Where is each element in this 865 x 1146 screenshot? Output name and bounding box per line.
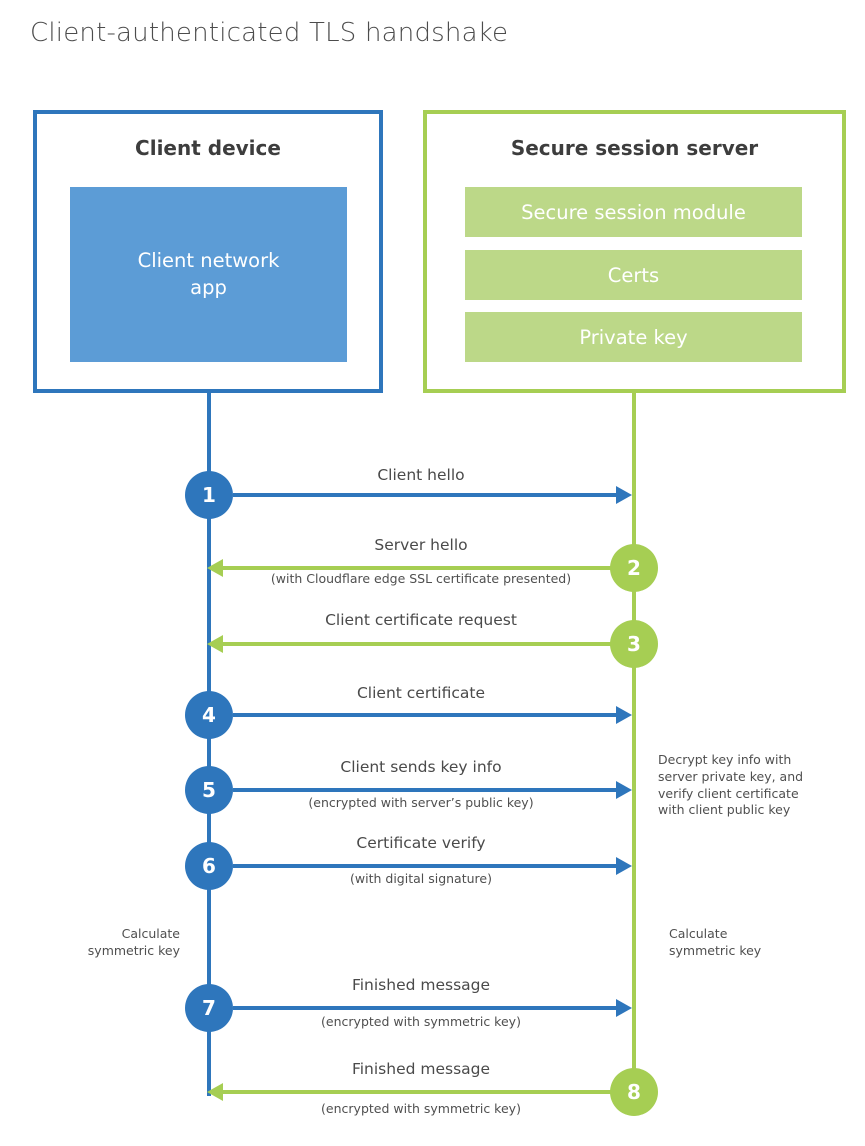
arrow-line <box>233 493 616 497</box>
step-6-sublabel: (with digital signature) <box>350 871 492 886</box>
step-6-badge: 6 <box>185 842 233 890</box>
step-7-badge: 7 <box>185 984 233 1032</box>
client-calculate-symmetric-key-note: Calculate symmetric key <box>87 926 180 958</box>
secure-session-server-title: Secure session server <box>510 136 759 160</box>
step-8-badge: 8 <box>610 1068 658 1116</box>
client-network-app-block: Client network app <box>70 187 347 362</box>
arrow-left-icon <box>207 559 223 577</box>
arrow-right-icon <box>616 706 632 724</box>
server-module-certs: Certs <box>465 250 802 300</box>
step-1-label: Client hello <box>377 466 465 484</box>
arrow-left-icon <box>207 1083 223 1101</box>
step-1-badge: 1 <box>185 471 233 519</box>
arrow-right-icon <box>616 781 632 799</box>
arrow-line <box>223 642 612 646</box>
step-3-label: Client certificate request <box>325 611 517 629</box>
arrow-line <box>233 713 616 717</box>
step-4-label: Client certificate <box>356 684 485 702</box>
server-lifeline <box>632 391 636 1092</box>
step-2-label: Server hello <box>374 536 468 554</box>
page-title: Client-authenticated TLS handshake <box>30 18 509 48</box>
step-2-sublabel: (with Cloudflare edge SSL certificate pr… <box>270 571 572 586</box>
step-4-badge: 4 <box>185 691 233 739</box>
arrow-right-icon <box>616 857 632 875</box>
server-module-private-key: Private key <box>465 312 802 362</box>
step-5-badge: 5 <box>185 766 233 814</box>
arrow-line <box>233 864 616 868</box>
server-calculate-symmetric-key-note: Calculate symmetric key <box>669 926 762 958</box>
step-8-label: Finished message <box>351 1060 491 1078</box>
arrow-right-icon <box>616 999 632 1017</box>
arrow-left-icon <box>207 635 223 653</box>
step-3-badge: 3 <box>610 620 658 668</box>
arrow-line <box>233 1006 616 1010</box>
server-module-secure-session-module: Secure session module <box>465 187 802 237</box>
arrow-line <box>223 1090 612 1094</box>
server-decrypt-note: Decrypt key info with server private key… <box>658 752 804 818</box>
step-6-label: Certificate verify <box>356 834 486 852</box>
step-8-sublabel: (encrypted with symmetric key) <box>321 1101 521 1116</box>
step-7-sublabel: (encrypted with symmetric key) <box>321 1014 521 1029</box>
arrow-right-icon <box>616 486 632 504</box>
step-2-badge: 2 <box>610 544 658 592</box>
step-5-label: Client sends key info <box>340 758 502 776</box>
client-device-title: Client device <box>135 136 281 160</box>
step-7-label: Finished message <box>351 976 491 994</box>
arrow-line <box>223 566 612 570</box>
client-lifeline <box>207 391 211 1096</box>
step-5-sublabel: (encrypted with server’s public key) <box>308 795 534 810</box>
arrow-line <box>233 788 616 792</box>
